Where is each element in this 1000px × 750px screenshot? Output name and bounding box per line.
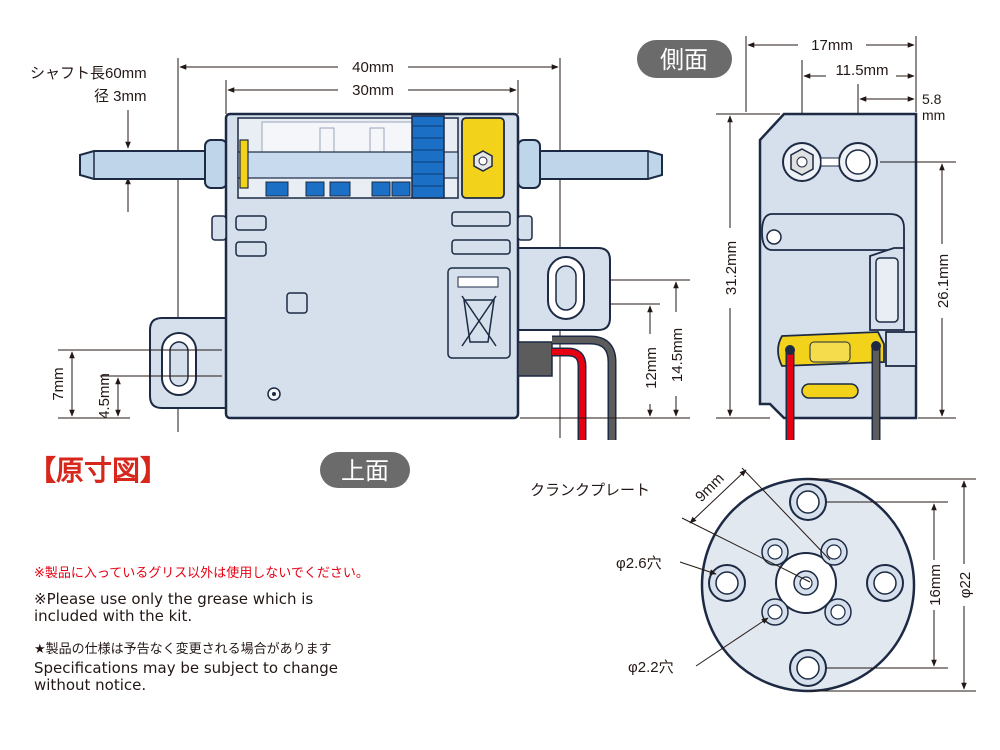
crank-center-holes [761,538,852,626]
spec-note-jp: ★製品の仕様は予告なく変更される場合があります [34,642,332,657]
dim-9-label: 9mm [692,470,728,506]
dim-9-ext-1 [741,467,831,561]
dim-22-label: φ22 [957,572,974,598]
top-view: 40mm 30mm シャフト長60mm 径 3mm [30,58,690,488]
dim-4-5-label: 4.5mm [96,373,113,419]
dim-11-5-label: 11.5mm [835,62,888,79]
dim-7-label: 7mm [50,367,67,400]
spec-note-en-2: without notice. [34,676,147,694]
dim-9-ext-2 [681,517,811,583]
mount-tab-left [149,317,233,409]
dim-26-1-label: 26.1mm [935,254,952,308]
hole-2-2-label: φ2.2穴 [628,659,674,676]
hole-2-6-label: φ2.6穴 [616,555,662,572]
dim-14-5-label: 14.5mm [669,328,686,382]
dim-31-2-label: 31.2mm [723,241,740,295]
dim-16-label: 16mm [927,564,944,606]
grease-note-jp: ※製品に入っているグリス以外は使用しないでください。 [34,566,369,581]
dim-31-2-label-bg [721,228,739,308]
dim-26-1-label-bg [933,244,951,318]
dim-30-label: 30mm [352,82,394,99]
mount-tab-right [517,247,611,331]
motor-housing [211,112,533,420]
crank-plate-view: クランクプレート [530,467,976,693]
hole-2-2-leader [695,617,769,667]
grease-note-en-1: ※Please use only the grease which is [34,590,314,608]
side-view-badge-label: 側面 [660,46,708,74]
dim-12-label-bg [641,334,659,404]
spec-note-en-1: Specifications may be subject to change [34,659,339,677]
side-view-badge [637,40,732,78]
dim-40-label: 40mm [352,59,394,76]
dim-5-8-label-unit: mm [922,107,945,123]
dim-12-label: 12mm [643,347,660,389]
dim-14-5-label-bg [667,312,685,396]
side-wire-red-end [785,345,795,355]
top-view-badge-label: 上面 [341,457,389,485]
hole-2-6-leader [679,561,717,575]
grease-note-en-2: included with the kit. [34,607,193,625]
side-wire-gray-end [871,341,881,351]
dim-16-label-bg [925,560,943,610]
crank-plate-title: クランクプレート [530,482,650,499]
dim-9-line [689,469,747,524]
motor-shaft [79,139,663,189]
motor-wires [517,335,617,440]
top-view-badge [320,452,410,488]
dim-22-label-bg [955,564,973,606]
side-housing [758,112,918,420]
actual-size-title: 【原寸図】 [28,454,168,487]
side-view: 側面 17mm 11.5mm 5.8 mm [637,36,956,440]
shaft-length-label: シャフト長60mm [30,65,147,82]
dim-5-8-label-number: 5.8 [922,91,942,107]
shaft-diameter-label: 径 3mm [94,88,147,105]
crank-outer-holes [708,483,904,687]
dim-17-label: 17mm [811,37,853,54]
